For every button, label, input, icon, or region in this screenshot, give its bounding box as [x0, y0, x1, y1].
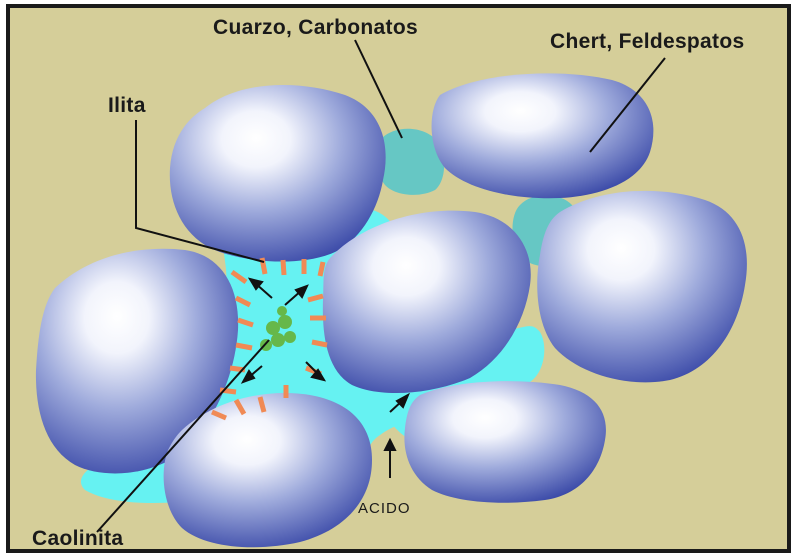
label-cuarzo-carbonatos: Cuarzo, Carbonatos: [213, 16, 418, 40]
label-acido: ACIDO: [358, 500, 411, 517]
label-chert-feldespatos: Chert, Feldespatos: [550, 30, 744, 54]
label-ilita: Ilita: [108, 94, 146, 118]
grain-top-left: [170, 85, 386, 262]
grain-bottom-right: [404, 381, 606, 503]
label-caolinita: Caolinita: [32, 527, 123, 551]
grain-top-right: [432, 73, 654, 198]
